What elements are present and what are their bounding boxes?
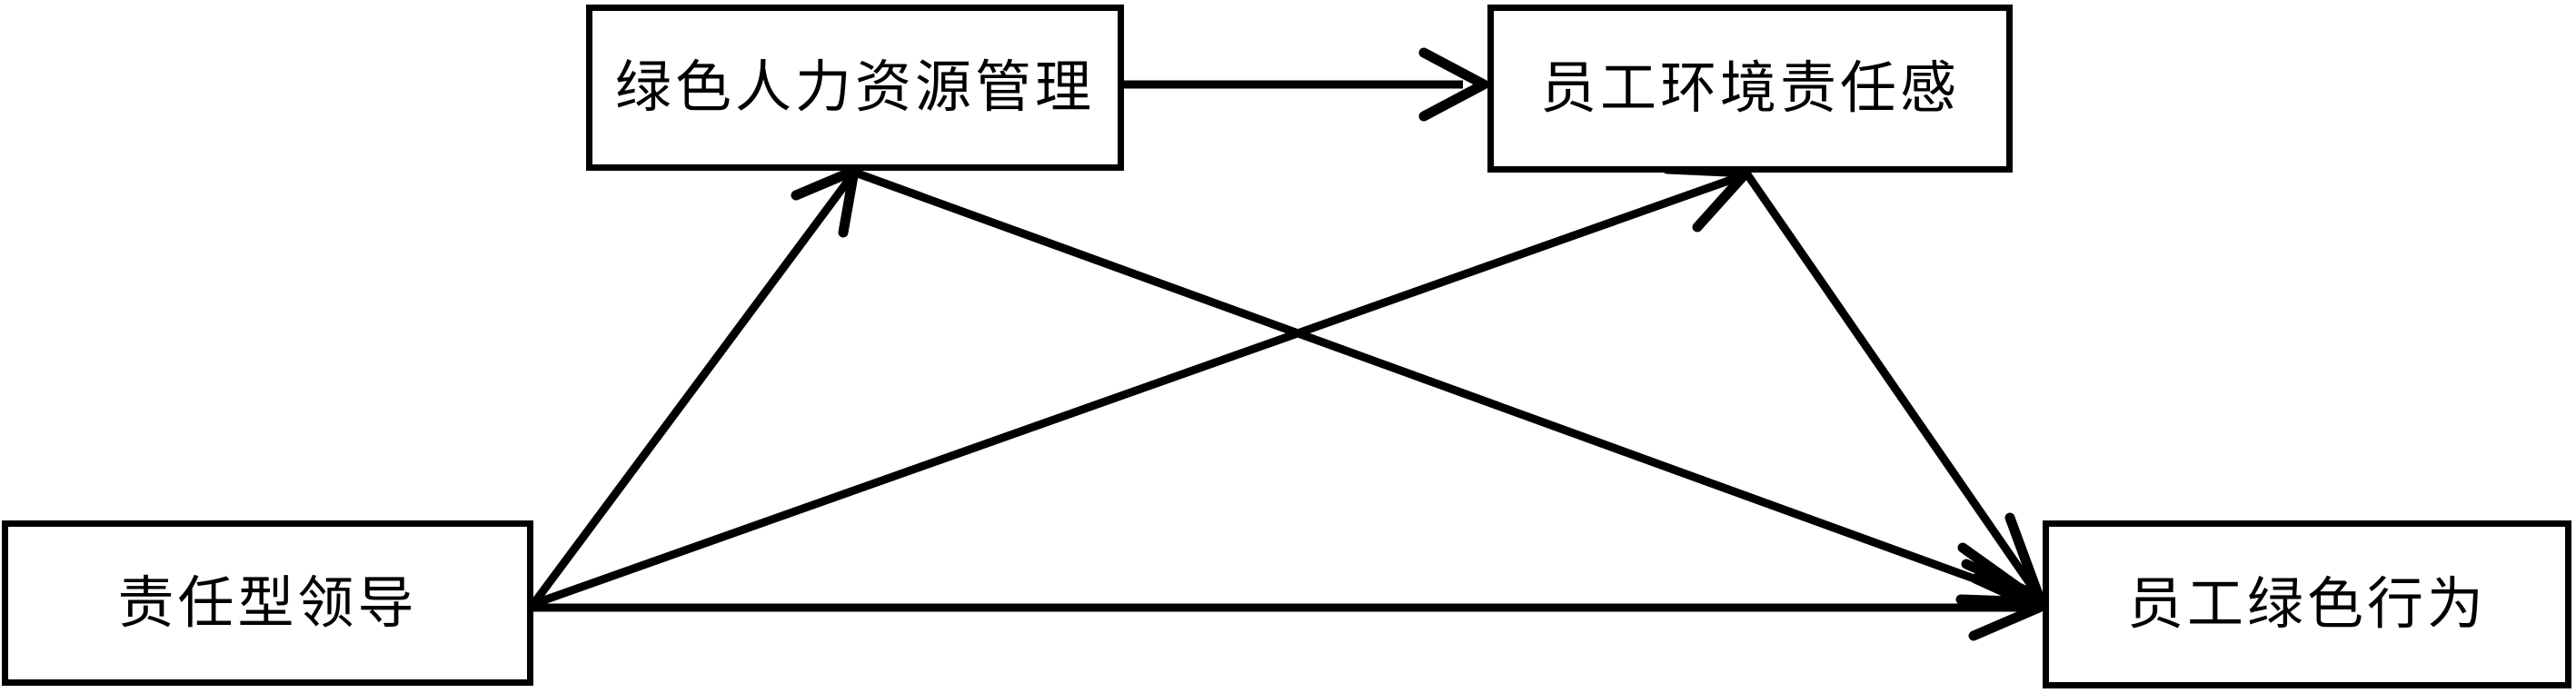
node-label-rl: 责任型领导	[117, 569, 418, 636]
edge-eer-to-egb-line	[1744, 172, 2043, 599]
node-responsible-leadership[interactable]: 责任型领导	[2, 520, 533, 686]
node-label-ghrm: 绿色人力资源管理	[614, 54, 1095, 121]
node-employee-green-behavior[interactable]: 员工绿色行为	[2043, 520, 2571, 688]
edge-ghrm-to-egb-arrowhead	[1955, 542, 2044, 608]
edge-eer-to-egb	[1744, 172, 2044, 602]
edge-ghrm-to-egb-line	[853, 168, 2041, 607]
node-employee-environmental-responsibility[interactable]: 员工环境责任感	[1487, 5, 2013, 173]
edge-eer-to-egb-arrowhead	[1961, 512, 2044, 602]
edge-rl-to-ghrm-line	[530, 170, 858, 607]
edge-ghrm-to-eer-arrowhead	[1418, 47, 1489, 122]
edge-rl-to-eer	[532, 163, 1752, 609]
edge-ghrm-to-egb	[853, 168, 2044, 608]
node-label-egb: 员工绿色行为	[2126, 570, 2487, 638]
edge-rl-to-eer-line	[532, 170, 1748, 609]
edge-ghrm-to-eer	[1124, 47, 1489, 122]
edge-rl-to-ghrm-arrowhead	[791, 165, 860, 238]
node-label-eer: 员工环境责任感	[1539, 54, 1960, 122]
edge-rl-to-egb	[533, 573, 2044, 641]
node-green-human-resource-management[interactable]: 绿色人力资源管理	[586, 5, 1124, 171]
edge-rl-to-ghrm	[530, 165, 860, 607]
